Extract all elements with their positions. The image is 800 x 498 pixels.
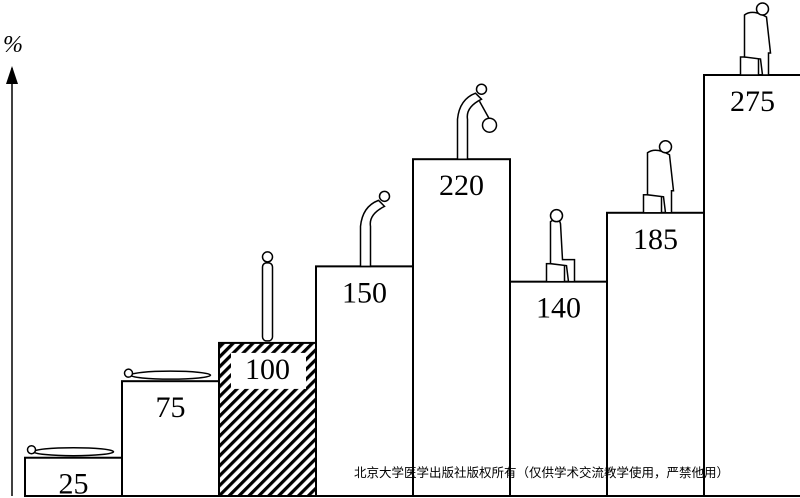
y-axis-arrow-icon xyxy=(6,66,18,84)
posture-figure-2-icon xyxy=(123,368,212,380)
bar-4 xyxy=(315,265,414,498)
value-label-background xyxy=(231,352,306,389)
value-label-8: 275 xyxy=(730,85,775,118)
posture-figure-4-icon xyxy=(359,190,391,268)
bar-2 xyxy=(121,380,220,498)
bar-6 xyxy=(509,280,608,497)
value-label-2: 75 xyxy=(156,391,186,424)
y-axis-label: % xyxy=(3,32,23,58)
value-label-1: 25 xyxy=(59,468,89,498)
watermark: 北京大学医学出版社版权所有（仅供学术交流教学使用，严禁他用） xyxy=(354,465,729,480)
posture-figure-7-icon xyxy=(642,140,675,214)
value-label-5: 220 xyxy=(439,169,484,202)
posture-figure-8-icon xyxy=(739,2,772,76)
posture-figures-group xyxy=(26,2,772,457)
value-label-4: 150 xyxy=(342,276,387,309)
posture-figure-5-icon xyxy=(456,83,498,160)
value-label-6: 140 xyxy=(536,292,581,325)
posture-figure-6-icon xyxy=(545,208,576,283)
value-label-7: 185 xyxy=(633,223,678,256)
bar-7 xyxy=(606,211,705,497)
bars-group: 25 75 100 150 220 140 185 275 xyxy=(24,74,800,498)
posture-figure-3-icon xyxy=(261,251,274,342)
bar-5 xyxy=(412,158,511,497)
bar-8 xyxy=(703,74,800,497)
posture-figure-1-icon xyxy=(26,444,115,457)
value-label-3: 100 xyxy=(245,353,290,386)
